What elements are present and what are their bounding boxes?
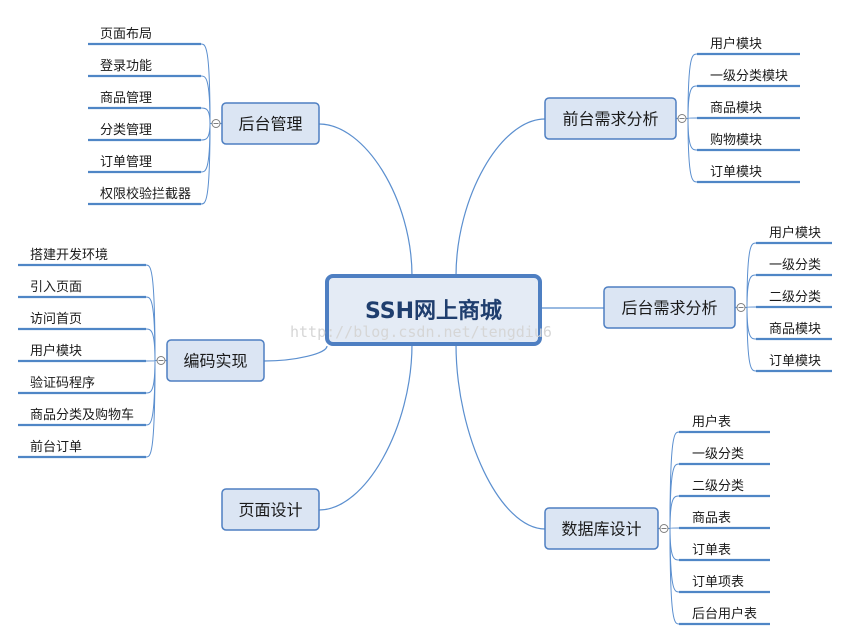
leaf-label-houtai-xuqiu-2: 二级分类 (769, 290, 821, 305)
branch-node-label-shujuku-sheji: 数据库设计 (561, 520, 641, 539)
leaf-label-qiantai-xuqiu-0: 用户模块 (710, 36, 762, 52)
connector-bianma-shixian-leaf (145, 360, 156, 394)
leaf-label-bianma-shixian-0: 搭建开发环境 (30, 247, 108, 263)
connector-bianma-shixian-leaf (145, 328, 156, 361)
leaf-label-bianma-shixian-1: 引入页面 (30, 280, 82, 295)
branch-node-label-yemian-sheji: 页面设计 (238, 501, 302, 520)
leaf-label-shujuku-sheji-0: 用户表 (692, 414, 731, 430)
connector-root-yemian-sheji (318, 343, 413, 511)
root-node-label: SSH网上商城 (365, 298, 502, 324)
branch-node-box-yemian-sheji (221, 488, 320, 531)
branch-node-label-houtai-guanli: 后台管理 (238, 115, 302, 134)
leaf-label-shujuku-sheji-2: 二级分类 (692, 479, 744, 494)
branch-node-label-houtai-xuqiu: 后台需求分析 (621, 299, 717, 318)
connector-houtai-guanli-leaf (200, 75, 211, 124)
branch-node-label-bianma-shixian: 编码实现 (183, 352, 247, 371)
leaf-label-qiantai-xuqiu-3: 购物模块 (710, 132, 762, 148)
root-node-box (325, 274, 542, 346)
connector-houtai-guanli-leaf (200, 123, 211, 205)
leaf-label-bianma-shixian-5: 商品分类及购物车 (30, 407, 134, 423)
connector-houtai-guanli-leaf (200, 123, 211, 141)
connector-root-qiantai-xuqiu (455, 118, 546, 277)
connector-qiantai-xuqiu-leaf (687, 85, 698, 119)
leaf-label-houtai-guanli-4: 订单管理 (100, 155, 152, 170)
connector-qiantai-xuqiu-leaf (687, 117, 698, 119)
leaf-label-houtai-xuqiu-3: 商品模块 (769, 322, 821, 337)
connector-bianma-shixian-leaf (145, 360, 156, 458)
connector-houtai-xuqiu-leaf (746, 307, 757, 372)
leaf-label-houtai-guanli-0: 页面布局 (100, 27, 152, 42)
leaf-label-shujuku-sheji-1: 一级分类 (692, 447, 744, 462)
connector-houtai-guanli-leaf (200, 107, 211, 124)
connector-root-bianma-shixian (263, 345, 328, 362)
leaf-label-shujuku-sheji-5: 订单项表 (692, 575, 744, 590)
leaf-label-houtai-guanli-5: 权限校验拦截器 (100, 186, 191, 202)
branch-node-box-qiantai-xuqiu (544, 97, 677, 140)
connector-bianma-shixian-leaf (145, 360, 156, 362)
connector-shujuku-sheji-leaf (669, 528, 680, 625)
leaf-label-houtai-xuqiu-1: 一级分类 (769, 258, 821, 273)
connector-qiantai-xuqiu-leaf (687, 118, 698, 151)
leaf-label-houtai-xuqiu-0: 用户模块 (769, 225, 821, 241)
leaf-label-qiantai-xuqiu-1: 一级分类模块 (710, 69, 788, 84)
connector-shujuku-sheji-leaf (669, 495, 680, 529)
leaf-label-bianma-shixian-4: 验证码程序 (30, 375, 95, 391)
leaf-label-bianma-shixian-3: 用户模块 (30, 343, 82, 359)
leaf-label-houtai-xuqiu-4: 订单模块 (769, 354, 821, 369)
leaf-label-bianma-shixian-2: 访问首页 (30, 312, 82, 327)
watermark-text: http://blog.csdn.net/tengdiu6 (290, 323, 552, 341)
connector-qiantai-xuqiu-leaf (687, 118, 698, 183)
connector-root-shujuku-sheji (455, 343, 546, 530)
connector-houtai-xuqiu-leaf (746, 274, 757, 308)
connector-houtai-xuqiu-leaf (746, 307, 757, 340)
connector-houtai-xuqiu-leaf (746, 306, 757, 308)
leaf-label-bianma-shixian-6: 前台订单 (30, 439, 82, 455)
connector-shujuku-sheji-leaf (669, 528, 680, 561)
leaf-label-shujuku-sheji-3: 商品表 (692, 511, 731, 526)
leaf-label-houtai-guanli-2: 商品管理 (100, 91, 152, 106)
branch-node-box-shujuku-sheji (544, 507, 659, 550)
connector-root-houtai-guanli (318, 123, 413, 277)
branch-node-box-houtai-xuqiu (603, 286, 736, 329)
leaf-label-qiantai-xuqiu-4: 订单模块 (710, 165, 762, 180)
leaf-label-houtai-guanli-3: 分类管理 (100, 123, 152, 138)
branch-node-box-houtai-guanli (221, 102, 320, 145)
connector-shujuku-sheji-leaf (669, 527, 680, 529)
branch-node-box-bianma-shixian (166, 339, 265, 382)
leaf-label-shujuku-sheji-4: 订单表 (692, 543, 731, 558)
leaf-label-houtai-guanli-1: 登录功能 (100, 59, 152, 74)
leaf-label-qiantai-xuqiu-2: 商品模块 (710, 101, 762, 116)
leaf-label-shujuku-sheji-6: 后台用户表 (692, 606, 757, 622)
connector-houtai-guanli-leaf (200, 123, 211, 173)
branch-node-label-qiantai-xuqiu: 前台需求分析 (562, 110, 658, 129)
